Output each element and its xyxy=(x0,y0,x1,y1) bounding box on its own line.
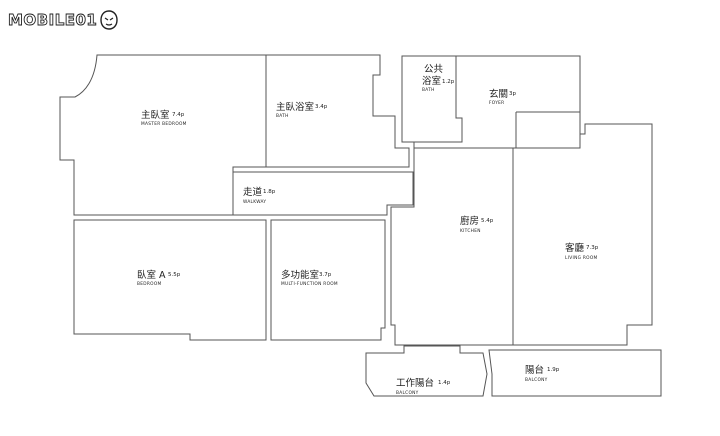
walkway-label: WALKWAY xyxy=(243,199,266,205)
master-bedroom-size: 7.4p xyxy=(172,112,185,118)
living-room-label: LIVING ROOM xyxy=(565,255,598,261)
room-master-bath: 主臥浴室 3.4p BATH xyxy=(265,54,410,168)
master-bath-name: 主臥浴室 xyxy=(276,101,314,113)
master-bath-label: BATH xyxy=(276,113,289,119)
public-bath-label: BATH xyxy=(422,87,435,93)
room-kitchen: 廚房 5.4p KITCHEN xyxy=(390,147,514,346)
public-bath-name-line2: 浴室 xyxy=(422,75,441,87)
kitchen-size: 5.4p xyxy=(481,218,494,224)
foyer-name: 玄關 xyxy=(489,88,508,100)
work-balcony-name: 工作陽台 xyxy=(396,377,434,389)
work-balcony-size: 1.4p xyxy=(438,380,451,386)
bedroom-a-size: 5.5p xyxy=(168,272,181,278)
room-walkway: 走道 1.8p WALKWAY xyxy=(232,171,414,216)
multi-function-size: 3.7p xyxy=(319,272,332,278)
multi-function-label: MULTI-FUNCTION ROOM xyxy=(281,281,338,287)
foyer-label: FOYER xyxy=(489,100,504,106)
room-balcony: 陽台 1.9p BALCONY xyxy=(488,349,662,397)
multi-function-name: 多功能室 xyxy=(281,269,319,281)
room-multi-function: 多功能室 3.7p MULTI-FUNCTION ROOM xyxy=(270,219,386,341)
balcony-label: BALCONY xyxy=(525,377,548,383)
room-living-room: 客廳 7.3p LIVING ROOM xyxy=(512,123,653,346)
logo-text: MOBILE01 xyxy=(8,11,98,30)
mobile01-logo: MOBILE01 xyxy=(8,8,119,32)
public-bath-size: 1.2p xyxy=(442,79,455,85)
balcony-name: 陽台 xyxy=(525,364,544,376)
bedroom-a-name: 臥室 A xyxy=(137,269,166,281)
room-work-balcony: 工作陽台 1.4p BALCONY xyxy=(365,345,488,397)
walkway-size: 1.8p xyxy=(263,189,276,195)
room-master-bedroom: 主臥室 7.4p MASTER BEDROOM xyxy=(59,54,267,216)
room-foyer: 玄關 3p FOYER xyxy=(413,55,581,149)
master-bath-size: 3.4p xyxy=(315,104,328,110)
work-balcony-label: BALCONY xyxy=(396,390,419,396)
living-room-size: 7.3p xyxy=(586,245,599,251)
public-bath-name-line1: 公共 xyxy=(424,64,444,75)
master-bedroom-name: 主臥室 xyxy=(141,109,170,121)
kitchen-label: KITCHEN xyxy=(460,228,481,234)
bedroom-a-label: BEDROOM xyxy=(137,281,162,287)
room-bedroom-a: 臥室 A 5.5p BEDROOM xyxy=(73,219,267,341)
logo-mascot-icon xyxy=(100,10,119,30)
master-bedroom-label: MASTER BEDROOM xyxy=(141,121,187,127)
balcony-size: 1.9p xyxy=(547,367,560,373)
walkway-name: 走道 xyxy=(243,186,263,198)
room-public-bath: 公共 浴室 1.2p BATH xyxy=(401,55,463,143)
foyer-size: 3p xyxy=(509,91,516,97)
living-room-name: 客廳 xyxy=(565,242,585,254)
kitchen-name: 廚房 xyxy=(460,215,479,227)
